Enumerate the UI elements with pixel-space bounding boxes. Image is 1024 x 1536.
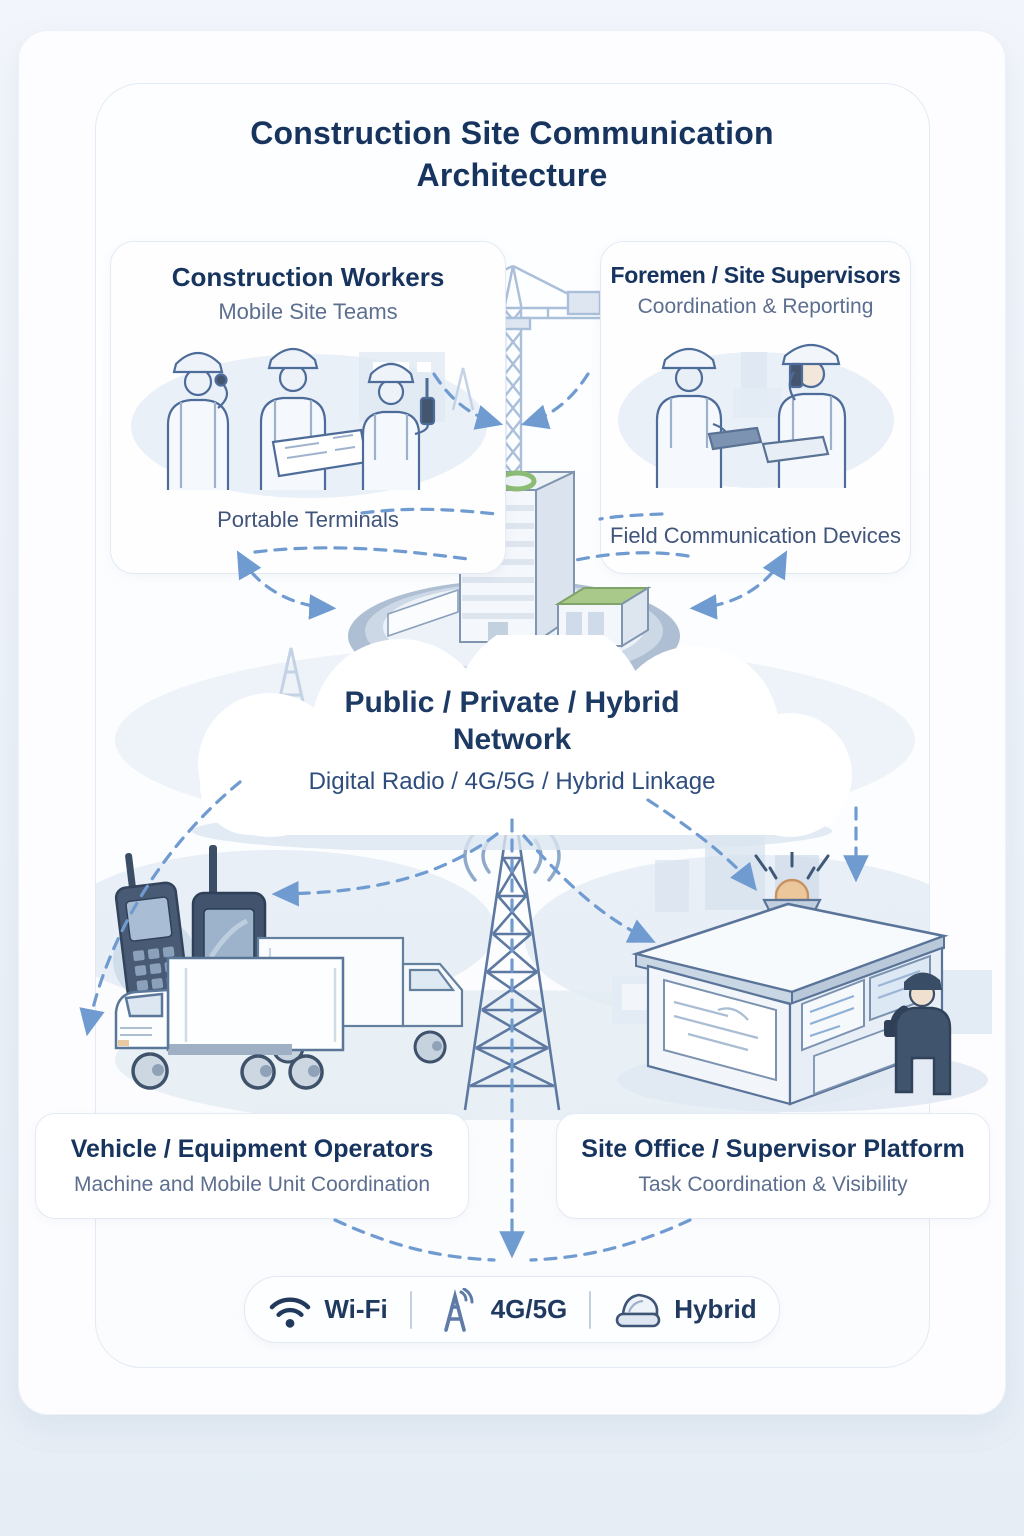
network-cloud: Public / Private / Hybrid Network Digita… <box>150 635 874 850</box>
construction-workers-illustration <box>131 347 487 498</box>
portable-terminals-label: Portable Terminals <box>217 507 399 533</box>
page-title: Construction Site Communication Architec… <box>250 115 774 194</box>
vehicle-operators-card: Vehicle / Equipment Operators Machine an… <box>35 1113 469 1219</box>
vehicle-operators-subtitle: Machine and Mobile Unit Coordination <box>73 1173 431 1196</box>
hybrid-device-icon <box>615 1293 661 1327</box>
site-office-title: Site Office / Supervisor Platform <box>581 1135 965 1163</box>
cell-tower-icon <box>443 1287 474 1332</box>
construction-workers-subtitle: Mobile Site Teams <box>218 299 398 324</box>
network-title: Public / Private / Hybrid Network <box>344 686 680 756</box>
wifi-icon <box>270 1297 311 1328</box>
legend-bar: Wi-Fi 4G/5G Hybrid <box>244 1276 780 1343</box>
legend-label-hybrid: Hybrid <box>674 1294 757 1324</box>
site-office-subtitle: Task Coordination & Visibility <box>638 1173 908 1196</box>
legend-item-4g5g: 4G/5G <box>434 1287 568 1332</box>
foremen-card: Foremen / Site Supervisors Coordination … <box>600 241 911 574</box>
trucks-illustration <box>114 936 464 1090</box>
legend-label-wifi: Wi-Fi <box>324 1294 388 1324</box>
foremen-title: Foremen / Site Supervisors <box>610 262 901 288</box>
site-office-card: Site Office / Supervisor Platform Task C… <box>556 1113 990 1219</box>
vehicle-operators-title: Vehicle / Equipment Operators <box>70 1135 434 1163</box>
legend-label-4g5g: 4G/5G <box>490 1294 568 1324</box>
foremen-subtitle: Coordination & Reporting <box>637 295 874 318</box>
foremen-illustration <box>618 343 894 488</box>
construction-workers-title: Construction Workers <box>171 262 445 292</box>
legend-divider <box>409 1290 412 1329</box>
legend-divider <box>589 1290 592 1329</box>
legend-item-hybrid: Hybrid <box>613 1290 757 1330</box>
site-office-illustration <box>612 852 992 1112</box>
network-subtitle: Digital Radio / 4G/5G / Hybrid Linkage <box>308 768 716 796</box>
legend-item-wifi: Wi-Fi <box>267 1290 388 1330</box>
construction-workers-card: Construction Workers Mobile Site Teams <box>110 241 506 574</box>
field-devices-label: Field Communication Devices <box>610 523 901 549</box>
